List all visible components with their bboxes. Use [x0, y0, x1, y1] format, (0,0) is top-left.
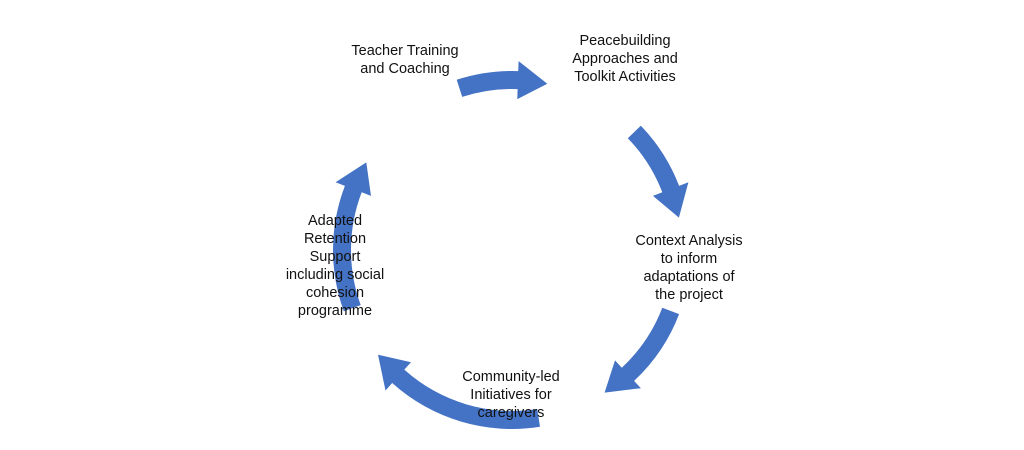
node-line: Teacher Training — [351, 43, 459, 59]
node-adapted-retention: Adapted Retention Support including soci… — [260, 212, 410, 320]
node-line: Approaches and — [572, 51, 678, 67]
node-line: caregivers — [477, 405, 545, 421]
node-line: Community-led — [462, 369, 560, 385]
node-peacebuilding: Peacebuilding Approaches and Toolkit Act… — [550, 32, 700, 86]
node-line: Initiatives for — [470, 387, 552, 403]
node-line: and Coaching — [360, 61, 450, 77]
node-line: cohesion — [305, 285, 365, 301]
node-line: to inform — [660, 251, 718, 267]
node-context-analysis: Context Analysis to inform adaptations o… — [614, 232, 764, 304]
node-community-led: Community-led Initiatives for caregivers — [436, 368, 586, 422]
curved-arrow-icon — [604, 307, 680, 393]
curved-arrow-icon — [627, 125, 689, 218]
cycle-arrows — [333, 61, 689, 430]
curved-arrow-icon — [333, 162, 371, 312]
node-line: adaptations of — [643, 269, 735, 285]
node-line: Toolkit Activities — [574, 69, 676, 85]
node-line: Context Analysis — [635, 233, 743, 249]
curved-arrow-icon — [378, 354, 540, 430]
node-line: programme — [297, 303, 373, 319]
node-line: including social — [285, 267, 385, 283]
node-line: Peacebuilding — [579, 33, 671, 49]
node-line: the project — [655, 287, 723, 303]
node-teacher-training: Teacher Training and Coaching — [330, 42, 480, 78]
node-line: Support — [309, 249, 361, 265]
node-line: Retention — [303, 231, 367, 247]
curved-arrow-icon — [456, 61, 548, 100]
node-line: Adapted — [307, 213, 363, 229]
